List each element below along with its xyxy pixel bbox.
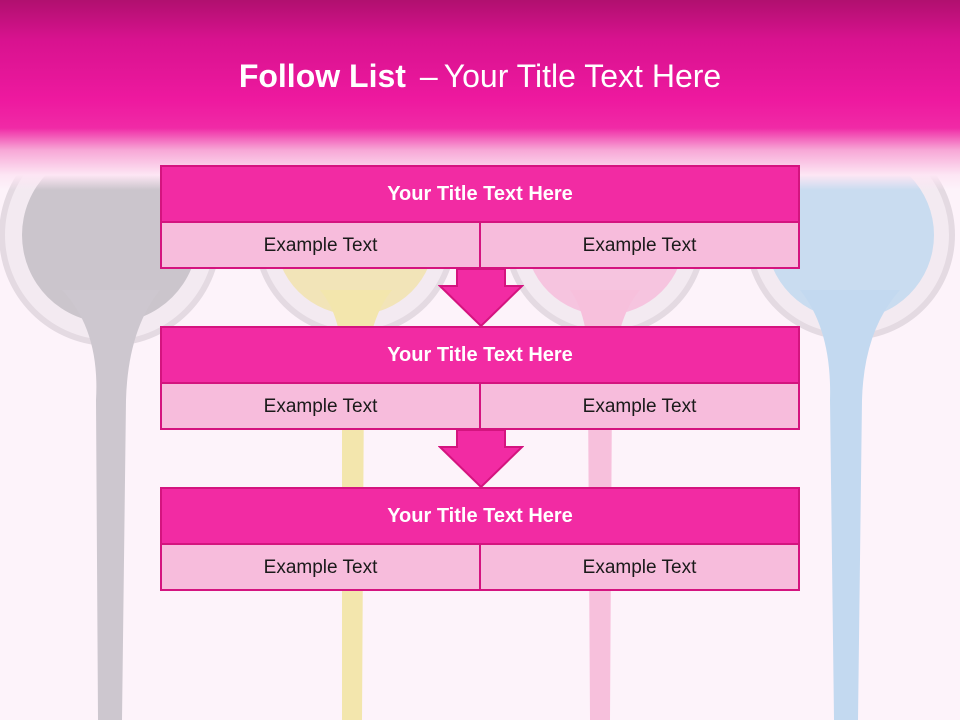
step-cell-right: Example Text [479, 545, 798, 591]
down-arrow-icon [438, 268, 524, 328]
down-arrow-icon [438, 429, 524, 489]
step-cell-left: Example Text [263, 235, 378, 256]
step-cell-left: Example Text [263, 557, 378, 578]
paint-stream-gray [62, 290, 160, 720]
step-cell-left: Example Text [263, 396, 378, 417]
step-row: Example Text Example Text [162, 545, 798, 591]
slide-title-main: Follow List [238, 58, 406, 94]
step-title: Your Title Text Here [162, 167, 798, 223]
step-cell-right: Example Text [479, 223, 798, 269]
step-row: Example Text Example Text [162, 223, 798, 269]
step-cell-right: Example Text [479, 384, 798, 430]
step-title: Your Title Text Here [162, 489, 798, 545]
step-row: Example Text Example Text [162, 384, 798, 430]
step-card-1: Your Title Text Here Example Text Exampl… [160, 165, 800, 269]
step-title: Your Title Text Here [162, 328, 798, 384]
slide-title-subtitle: Your Title Text Here [443, 58, 722, 94]
step-card-2: Your Title Text Here Example Text Exampl… [160, 326, 800, 430]
slide-title-separator: – [419, 58, 438, 94]
slide-header [0, 0, 960, 190]
slide-title: Follow List–Your Title Text Here [0, 52, 960, 100]
step-card-3: Your Title Text Here Example Text Exampl… [160, 487, 800, 591]
paint-stream-blue [800, 290, 900, 720]
